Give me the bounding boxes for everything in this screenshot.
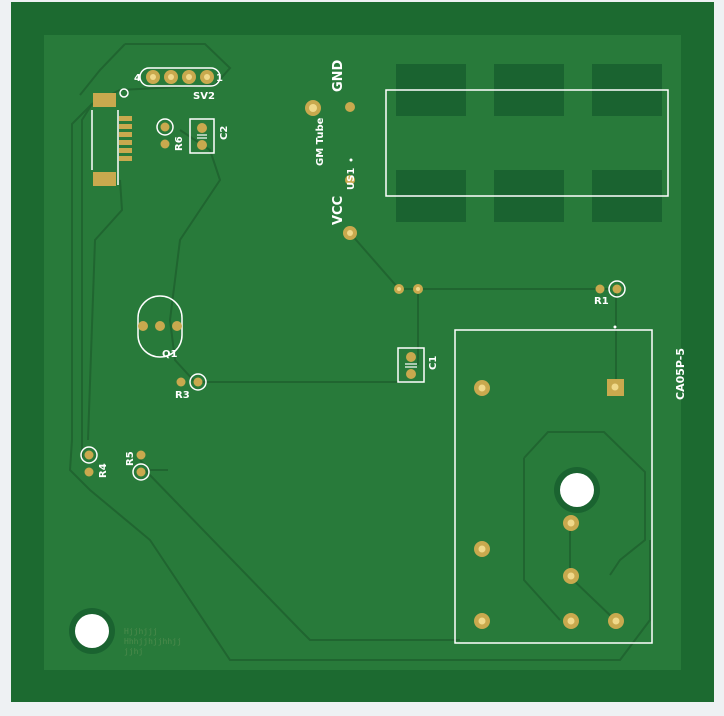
q1-transistor: Q1 — [137, 295, 183, 360]
r5-label: R5 — [125, 451, 136, 466]
sv2-pin4-label: 4 — [134, 73, 141, 84]
via-pair — [394, 284, 423, 294]
us1-outline — [385, 89, 669, 197]
r4-label: R4 — [98, 463, 109, 478]
c1-label: C1 — [428, 356, 439, 370]
faint-text-line2: Hhhjjhjjhhjj — [124, 637, 182, 646]
us1-label: US1 — [346, 168, 357, 190]
sv2-pin1-label: 1 — [216, 73, 223, 84]
r5-resistor: R5 — [125, 450, 150, 481]
gm-tube-footprint: GND GM Tube US1 VCC — [305, 59, 357, 240]
r1-label: R1 — [594, 296, 609, 307]
mounting-hole-bottom-left — [75, 614, 109, 648]
r6-resistor: R6 — [156, 118, 185, 151]
gnd-label: GND — [331, 59, 346, 92]
faint-text-block: Hjjhjjj Hhhjjhjjhhjj jjhj — [124, 627, 182, 656]
sv2-header: 4 1 SV2 — [134, 67, 223, 102]
copper-traces — [68, 43, 651, 661]
r3-resistor: R3 — [175, 373, 207, 401]
ca05p5-footprint: CA05P-5 — [454, 325, 687, 644]
r1-resistor: R1 — [594, 280, 626, 307]
faint-text-line3: jjhj — [124, 647, 143, 656]
r3-label: R3 — [175, 390, 190, 401]
q1-label: Q1 — [162, 349, 178, 360]
c2-label: C2 — [219, 126, 230, 140]
gm-tube-label: GM Tube — [315, 117, 326, 166]
connector-footprint — [91, 88, 132, 186]
c1-capacitor: C1 — [397, 347, 439, 383]
copper-pour — [44, 35, 681, 670]
r6-label: R6 — [174, 136, 185, 151]
r4-resistor: R4 — [80, 446, 109, 478]
vcc-label: VCC — [331, 196, 346, 225]
c2-capacitor: C2 — [189, 118, 230, 154]
sv2-label: SV2 — [193, 91, 215, 102]
ca05p5-label: CA05P-5 — [674, 348, 687, 400]
faint-text-line1: Hjjhjjj — [124, 627, 158, 636]
mounting-hole — [560, 473, 594, 507]
